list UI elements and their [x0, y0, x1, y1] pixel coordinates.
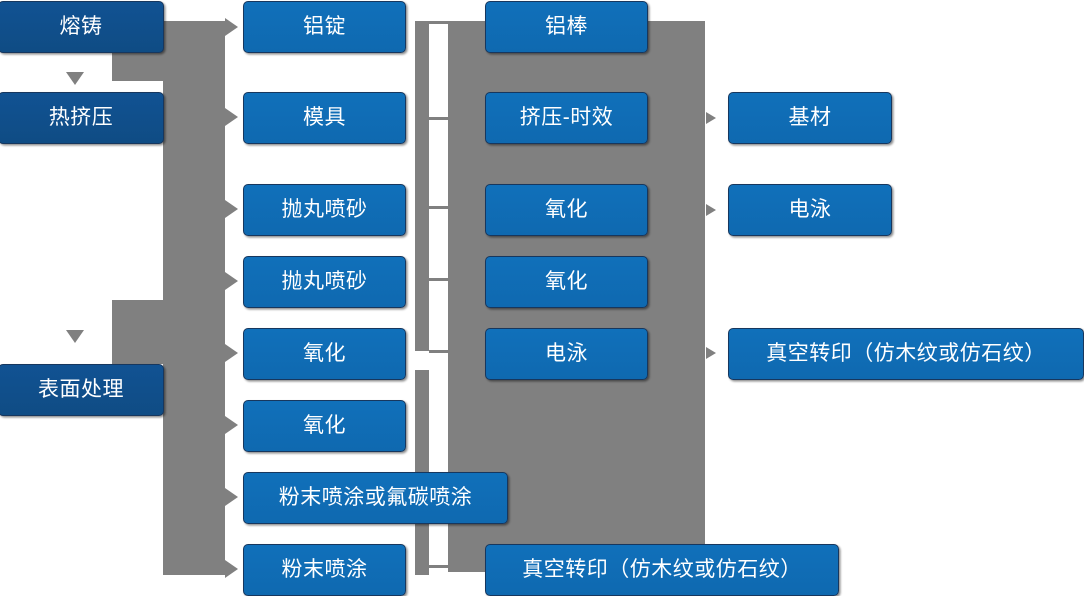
step-label-powder-or-fluorocarbon: 粉末喷涂或氟碳喷涂	[278, 486, 473, 510]
process-label-electrophoresis: 电泳	[545, 342, 588, 366]
connector-surface-line	[163, 388, 193, 391]
connector-mid-bar-upper	[415, 21, 429, 351]
step-label-shot-blasting-1: 抛丸喷砂	[281, 198, 368, 222]
arrow-to-output-vacuum-transfer	[706, 347, 716, 359]
connector-surface-stub	[112, 300, 167, 364]
step-box-shot-blasting-1[interactable]: 抛丸喷砂	[243, 184, 406, 236]
arrow-to-step-8	[225, 560, 238, 578]
step-label-powder-coating: 粉末喷涂	[281, 558, 368, 582]
output-label-substrate: 基材	[788, 106, 832, 130]
step-label-oxidation-1: 氧化	[303, 342, 346, 366]
arrow-to-step-1	[225, 18, 238, 36]
step-box-powder-coating[interactable]: 粉末喷涂	[243, 544, 406, 596]
arrow-to-step-6	[225, 416, 238, 434]
process-box-aluminum-bar[interactable]: 铝棒	[485, 1, 648, 53]
step-box-shot-blasting-2[interactable]: 抛丸喷砂	[243, 256, 406, 308]
arrow-to-step-7	[225, 488, 238, 506]
process-box-extrusion-aging[interactable]: 挤压-时效	[485, 92, 648, 144]
process-box-vacuum-transfer[interactable]: 真空转印（仿木纹或仿石纹）	[485, 544, 839, 596]
output-box-vacuum-transfer[interactable]: 真空转印（仿木纹或仿石纹）	[728, 328, 1084, 380]
connector-rung-1	[429, 21, 451, 24]
process-box-oxidation-1[interactable]: 氧化	[485, 184, 648, 236]
stage-label-surface-treatment: 表面处理	[38, 378, 124, 402]
arrow-to-output-electrophoresis	[706, 204, 716, 216]
connector-left-trunk	[163, 21, 225, 575]
arrow-to-step-3	[225, 200, 238, 218]
connector-rung-3	[429, 206, 451, 209]
stage-box-melting-casting[interactable]: 熔铸	[0, 1, 164, 53]
output-box-electrophoresis[interactable]: 电泳	[728, 184, 892, 236]
arrow-to-step-2	[225, 108, 238, 126]
process-box-electrophoresis[interactable]: 电泳	[485, 328, 648, 380]
connector-rung-5	[429, 350, 451, 353]
step-label-mold: 模具	[303, 106, 346, 130]
connector-rung-6	[429, 565, 451, 568]
step-label-oxidation-2: 氧化	[303, 414, 346, 438]
arrow-to-output-substrate	[706, 112, 716, 124]
step-box-powder-or-fluorocarbon[interactable]: 粉末喷涂或氟碳喷涂	[243, 472, 508, 524]
stage-box-surface-treatment[interactable]: 表面处理	[0, 364, 164, 416]
connector-rung-2	[429, 117, 451, 120]
step-label-aluminum-ingot: 铝锭	[303, 15, 346, 39]
step-label-shot-blasting-2: 抛丸喷砂	[281, 270, 368, 294]
step-box-oxidation-2[interactable]: 氧化	[243, 400, 406, 452]
step-box-oxidation-1[interactable]: 氧化	[243, 328, 406, 380]
stage-box-hot-extrusion[interactable]: 热挤压	[0, 92, 164, 144]
process-label-vacuum-transfer: 真空转印（仿木纹或仿石纹）	[522, 558, 802, 582]
process-label-extrusion-aging: 挤压-时效	[519, 106, 614, 130]
connector-rung-4	[429, 278, 451, 281]
connector-arrow-down-surface	[66, 330, 84, 343]
stage-label-hot-extrusion: 热挤压	[48, 106, 114, 130]
stage-label-melting-casting: 熔铸	[59, 15, 103, 39]
process-label-oxidation-2: 氧化	[545, 270, 588, 294]
process-label-oxidation-1: 氧化	[545, 198, 588, 222]
output-label-electrophoresis: 电泳	[788, 198, 832, 222]
arrow-to-step-4	[225, 272, 238, 290]
output-box-substrate[interactable]: 基材	[728, 92, 892, 144]
arrow-to-step-5	[225, 344, 238, 362]
connector-arrow-down-hot-extrusion	[66, 72, 84, 85]
process-label-aluminum-bar: 铝棒	[545, 15, 588, 39]
step-box-mold[interactable]: 模具	[243, 92, 406, 144]
step-box-aluminum-ingot[interactable]: 铝锭	[243, 1, 406, 53]
output-label-vacuum-transfer: 真空转印（仿木纹或仿石纹）	[766, 342, 1046, 366]
process-box-oxidation-2[interactable]: 氧化	[485, 256, 648, 308]
